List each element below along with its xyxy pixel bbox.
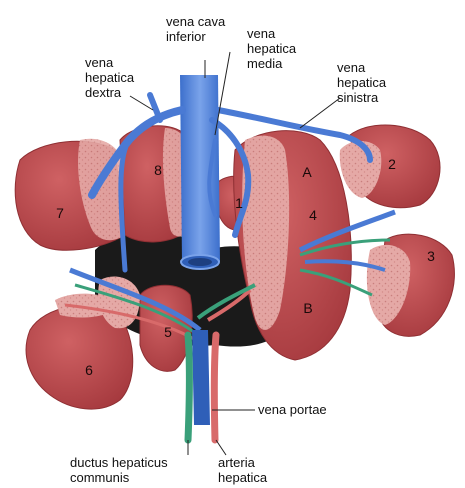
segment-label-3: 3 <box>427 248 435 264</box>
segment-label-6: 6 <box>85 362 93 378</box>
label-ductus-hepaticus-communis: ductus hepaticus communis <box>70 455 168 485</box>
segment-label-1: 1 <box>235 195 243 211</box>
segment-label-2: 2 <box>388 156 396 172</box>
segment-label-7: 7 <box>56 205 64 221</box>
vena-portae-vessel <box>192 330 210 425</box>
label-vena-hepatica-media: vena hepatica media <box>247 26 296 71</box>
label-vena-portae: vena portae <box>258 402 327 417</box>
ductus-hepaticus-vessel <box>188 335 190 440</box>
segment-label-A: A <box>302 164 311 180</box>
segment-label-8: 8 <box>154 162 162 178</box>
label-vena-hepatica-sinistra: vena hepatica sinistra <box>337 60 386 105</box>
vena-cava-trunk <box>180 75 220 262</box>
arteria-hepatica-vessel <box>214 335 216 440</box>
label-vena-cava-inferior: vena cava inferior <box>166 14 225 44</box>
segment-label-B: B <box>303 300 312 316</box>
segment-label-5: 5 <box>164 324 172 340</box>
label-arteria-hepatica: arteria hepatica <box>218 455 267 485</box>
segment-label-4: 4 <box>309 207 317 223</box>
label-vena-hepatica-dextra: vena hepatica dextra <box>85 55 134 100</box>
